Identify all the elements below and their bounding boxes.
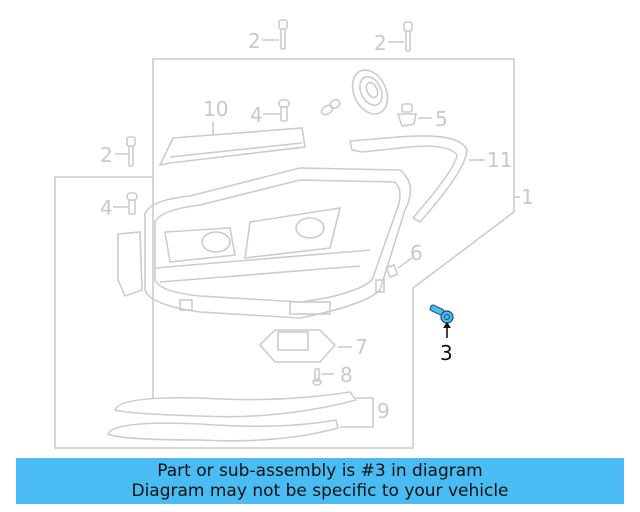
banner-part-note: Part or sub-assembly is #3 in diagram	[157, 461, 483, 481]
trim-strip-9-lower	[106, 419, 339, 442]
cap-icon	[351, 69, 389, 115]
bolt-icon-2b	[388, 21, 413, 52]
callout-3[interactable]: 3	[440, 341, 453, 365]
bulb-icon	[320, 98, 341, 116]
callout-4: 4	[250, 103, 263, 127]
callout-2: 2	[100, 143, 113, 167]
clip-icon-5	[396, 103, 432, 127]
callout-11: 11	[487, 148, 513, 172]
highlighted-bolt-3[interactable]	[429, 304, 454, 338]
bolt-icon-2a	[262, 19, 288, 50]
callout-2: 2	[374, 31, 387, 55]
clip-icon-6	[385, 257, 413, 279]
ballast-module-7	[258, 329, 352, 363]
info-banner: Part or sub-assembly is #3 in diagram Di…	[16, 458, 624, 504]
screw-icon-8	[312, 368, 334, 386]
bolt-icon-2c	[115, 136, 136, 167]
parts-diagram: 2 2 10 4 5 2 11 1 4 6 3 7 8 9	[54, 19, 534, 449]
bracket-11	[349, 135, 485, 224]
callout-9: 9	[377, 399, 390, 423]
callout-5: 5	[435, 107, 448, 131]
banner-disclaimer: Diagram may not be specific to your vehi…	[131, 481, 509, 501]
callout-4: 4	[100, 196, 113, 220]
screw-icon-4b	[113, 192, 138, 215]
headlamp-housing	[117, 167, 412, 319]
trim-strip-10	[158, 122, 306, 167]
callout-6: 6	[410, 241, 423, 265]
headlamp-exploded-view	[54, 19, 520, 449]
callout-1: 1	[521, 185, 534, 209]
callout-2: 2	[248, 29, 261, 53]
trim-strip-9-upper	[113, 391, 358, 418]
screw-icon-4a	[263, 99, 290, 122]
callout-10: 10	[203, 97, 229, 121]
callout-7: 7	[355, 335, 368, 359]
callout-8: 8	[340, 363, 353, 387]
assembly-outline	[54, 58, 515, 449]
